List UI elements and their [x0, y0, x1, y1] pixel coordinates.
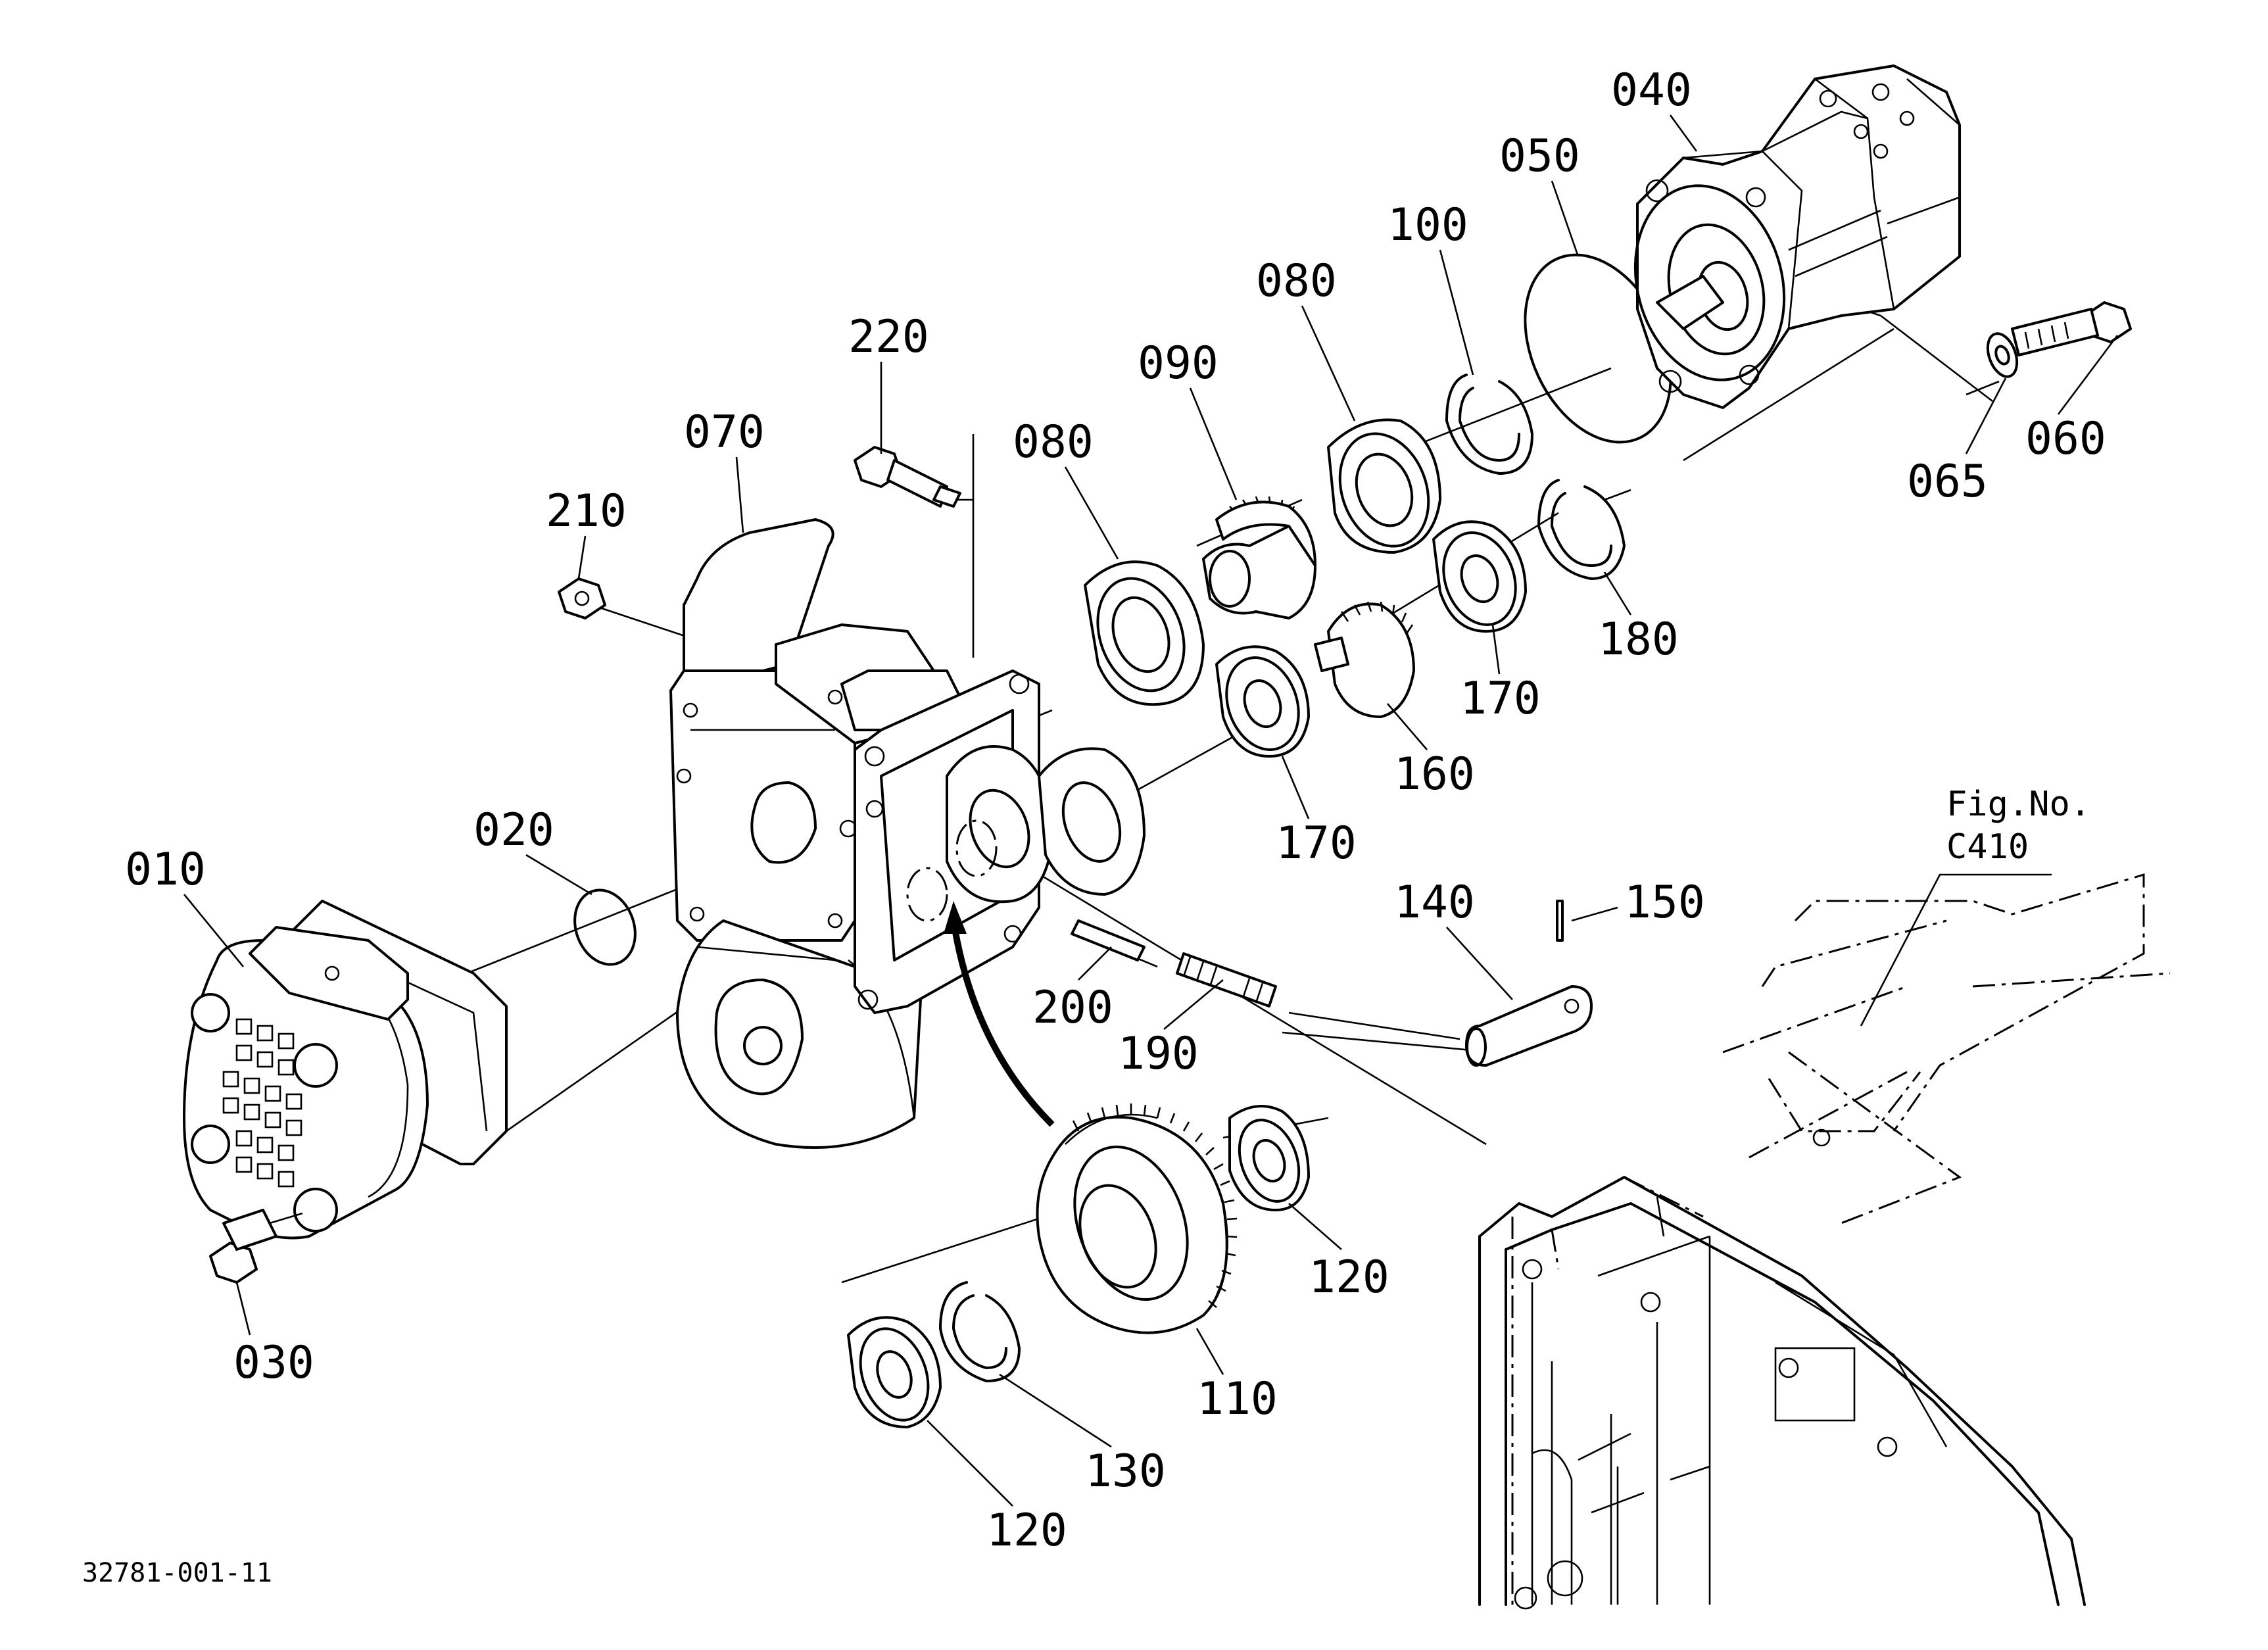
bearing-080-upper[interactable] [1325, 418, 1443, 558]
label-030[interactable]: 030 [233, 1337, 314, 1389]
stud-190[interactable] [1176, 952, 1277, 1007]
spring-pin-150[interactable] [1556, 900, 1564, 942]
label-090[interactable]: 090 [1138, 337, 1218, 389]
label-040[interactable]: 040 [1611, 64, 1692, 116]
label-120-upper[interactable]: 120 [1309, 1251, 1389, 1303]
pin-140[interactable] [1465, 985, 1593, 1067]
label-060[interactable]: 060 [2025, 413, 2106, 465]
reference-fig-label: Fig.No. [1946, 785, 2090, 824]
snap-ring-180[interactable] [1537, 479, 1626, 580]
label-180[interactable]: 180 [1598, 614, 1679, 666]
label-220[interactable]: 220 [848, 311, 929, 363]
gear-110[interactable] [1036, 1104, 1238, 1334]
part-labels: 040 050 100 080 090 080 220 070 210 020 … [82, 64, 2119, 1588]
pin-200[interactable] [1071, 919, 1146, 961]
label-050[interactable]: 050 [1499, 130, 1580, 182]
reference-fig-number[interactable]: C410 [1946, 827, 2029, 867]
main-pump-040[interactable] [1614, 64, 1961, 409]
bearing-080-lower[interactable] [1083, 560, 1205, 706]
label-020[interactable]: 020 [473, 804, 554, 856]
snap-ring-100[interactable] [1445, 374, 1533, 475]
bolt-030[interactable] [209, 1209, 303, 1284]
label-130[interactable]: 130 [1085, 1445, 1166, 1497]
label-150[interactable]: 150 [1624, 877, 1705, 929]
gear-housing-070[interactable] [669, 518, 1146, 1149]
label-120-lower[interactable]: 120 [986, 1505, 1067, 1557]
drawing-number: 32781-001-11 [82, 1558, 272, 1588]
label-170-upper[interactable]: 170 [1460, 673, 1541, 725]
label-110[interactable]: 110 [1197, 1373, 1278, 1425]
label-160[interactable]: 160 [1394, 748, 1475, 800]
assembly-arrow [944, 901, 1055, 1127]
label-210[interactable]: 210 [546, 485, 627, 537]
label-080-upper[interactable]: 080 [1256, 255, 1337, 307]
o-ring-020[interactable] [565, 881, 645, 973]
label-070[interactable]: 070 [684, 406, 765, 458]
nut-210[interactable] [558, 577, 606, 619]
label-010[interactable]: 010 [125, 844, 206, 896]
label-200[interactable]: 200 [1032, 982, 1113, 1034]
washer-065[interactable] [1983, 329, 2023, 381]
label-170-lower[interactable]: 170 [1276, 817, 1357, 869]
gear-090[interactable] [1202, 496, 1316, 619]
label-080-lower[interactable]: 080 [1013, 416, 1094, 468]
bolt-220[interactable] [854, 446, 961, 508]
leader-lines [368, 288, 2000, 1284]
label-190[interactable]: 190 [1118, 1028, 1199, 1080]
transmission-case [1478, 873, 2171, 1610]
bolt-060[interactable] [2011, 301, 2132, 356]
label-065[interactable]: 065 [1907, 456, 1988, 508]
bearing-120-b[interactable] [847, 1316, 942, 1430]
bearing-170-b[interactable] [1432, 520, 1528, 635]
hydraulic-pump-010[interactable] [183, 900, 508, 1240]
label-140[interactable]: 140 [1394, 877, 1475, 929]
label-100[interactable]: 100 [1387, 199, 1468, 251]
bearing-170-a[interactable] [1215, 645, 1311, 760]
bearing-120-a[interactable] [1228, 1105, 1310, 1211]
gear-160[interactable] [1314, 601, 1415, 718]
snap-ring-130[interactable] [939, 1281, 1021, 1382]
